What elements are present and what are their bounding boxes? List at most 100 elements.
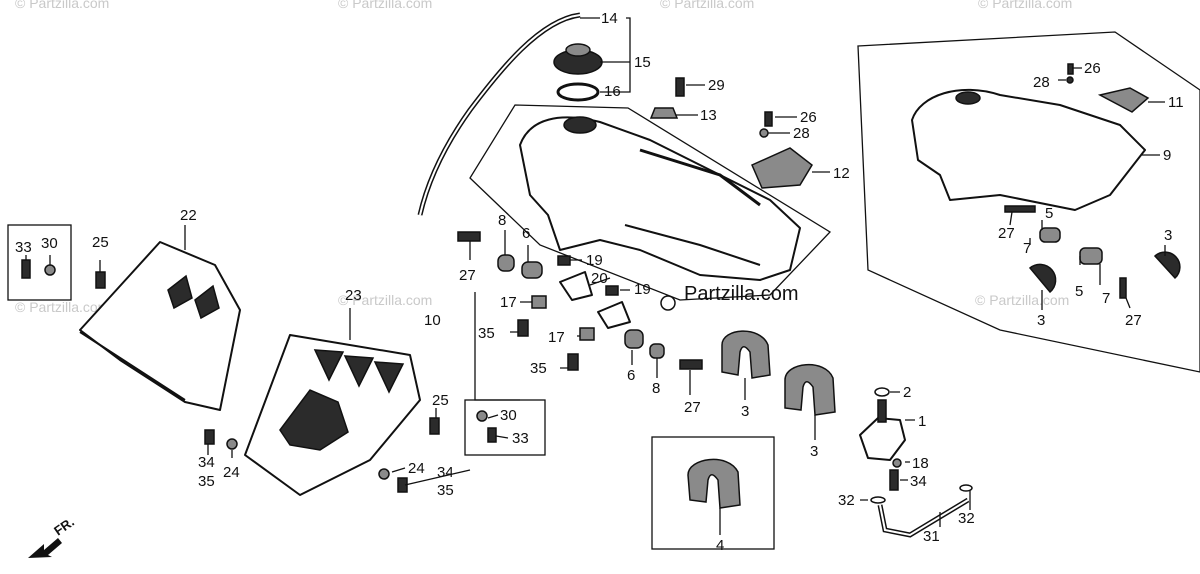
- bracket-12: [751, 147, 813, 189]
- callout-6: 6: [522, 225, 530, 242]
- screw-33: [21, 259, 31, 279]
- side-cover-22: [79, 241, 241, 411]
- clip-32a: [870, 496, 886, 504]
- copyright-icon: [660, 295, 676, 311]
- callout-26: 26: [800, 109, 817, 126]
- callout-17: 17: [500, 294, 517, 311]
- watermark: © Partzilla.com: [15, 0, 109, 11]
- callout-35: 35: [530, 360, 547, 377]
- collar-8a: [497, 254, 515, 272]
- watermark: © Partzilla.com: [338, 292, 432, 308]
- watermark: © Partzilla.com: [15, 299, 109, 315]
- leader-lines: [25, 17, 1166, 535]
- damper-6a: [521, 261, 543, 279]
- callout-5: 5: [1045, 205, 1053, 222]
- callout-28: 28: [793, 125, 810, 142]
- callout-30: 30: [41, 235, 58, 252]
- callout-26: 26: [1084, 60, 1101, 77]
- callout-28: 28: [1033, 74, 1050, 91]
- alt-fuel-tank: [911, 88, 1146, 211]
- bracket-group-10: [474, 292, 520, 401]
- watermark: © Partzilla.com: [660, 0, 754, 11]
- fuel-tank: [519, 116, 801, 281]
- callout-2: 2: [903, 384, 911, 401]
- callout-10: 10: [424, 312, 441, 329]
- callout-3: 3: [741, 403, 749, 420]
- callout-6: 6: [627, 367, 635, 384]
- bracket-11: [1097, 87, 1150, 113]
- tank-straps: [651, 330, 836, 550]
- callout-17: 17: [548, 329, 565, 346]
- brand-watermark: Partzilla.com: [684, 283, 798, 305]
- callout-labels: 14 15 16 29 13 26 28 12 26 28 11 9 5 27 …: [15, 10, 1184, 554]
- left-shroud-group: [7, 224, 241, 450]
- callout-34: 34: [198, 454, 215, 471]
- callout-33: 33: [15, 239, 32, 256]
- screw-34c: [889, 469, 899, 491]
- callout-12: 12: [833, 165, 850, 182]
- tank-group-outline: [469, 104, 832, 301]
- bolt-25b: [429, 417, 440, 435]
- washer-24a: [226, 438, 238, 450]
- right-shroud-group: [244, 334, 546, 496]
- bracket-20b: [597, 301, 631, 329]
- callout-5: 5: [1075, 283, 1083, 300]
- bolt-25a: [95, 271, 106, 289]
- band-3b: [1153, 251, 1181, 280]
- bolt-34a: [204, 429, 215, 445]
- callout-8: 8: [498, 212, 506, 229]
- callout-16: 16: [604, 83, 621, 100]
- callout-18: 18: [912, 455, 929, 472]
- damper-6b: [624, 329, 644, 349]
- damper-5: [1079, 247, 1103, 265]
- callout-20: 20: [591, 270, 608, 287]
- nut-19b: [605, 285, 619, 296]
- callout-35: 35: [198, 473, 215, 490]
- strap-box-4: [651, 436, 775, 550]
- washer-30b: [476, 410, 488, 422]
- callout-30: 30: [500, 407, 517, 424]
- fuel-valve-1: [859, 417, 906, 461]
- callout-34: 34: [437, 464, 454, 481]
- watermark: © Partzilla.com: [978, 0, 1072, 11]
- callout-33: 33: [512, 430, 529, 447]
- callout-4: 4: [716, 537, 724, 554]
- bolt-27b: [1119, 277, 1127, 299]
- callout-19: 19: [634, 281, 651, 298]
- bolt-35b: [567, 353, 579, 371]
- callout-35: 35: [437, 482, 454, 499]
- callout-1: 1: [918, 413, 926, 430]
- bolt-27d: [679, 359, 703, 370]
- watermarks: © Partzilla.com © Partzilla.com © Partzi…: [15, 0, 1072, 315]
- callout-27: 27: [1125, 312, 1142, 329]
- fastener-box-33-30: [7, 224, 72, 301]
- callout-9: 9: [1163, 147, 1171, 164]
- callout-3: 3: [1037, 312, 1045, 329]
- washer-18: [892, 458, 902, 468]
- nut-19a: [557, 255, 571, 266]
- callout-3: 3: [810, 443, 818, 460]
- callout-7: 7: [1102, 290, 1110, 307]
- callout-34: 34: [910, 473, 927, 490]
- washer-30: [44, 264, 56, 276]
- strap-4: [687, 458, 741, 509]
- screw-33b: [487, 427, 497, 443]
- callout-11: 11: [1168, 94, 1184, 111]
- main-fuel-tank-group: [417, 12, 832, 301]
- bracket-20: [559, 271, 593, 301]
- band-3a: [1028, 263, 1057, 294]
- collar-17a: [531, 295, 547, 309]
- bolt-27c: [457, 231, 481, 242]
- bolt-35a: [517, 319, 529, 337]
- callout-32: 32: [838, 492, 855, 509]
- callout-23: 23: [345, 287, 362, 304]
- callout-19: 19: [586, 252, 603, 269]
- collar-17b: [579, 327, 595, 341]
- callout-24: 24: [408, 460, 425, 477]
- callout-29: 29: [708, 77, 725, 94]
- callout-8: 8: [652, 380, 660, 397]
- washer-28: [759, 128, 769, 138]
- strap-3a: [721, 330, 771, 379]
- bolt-29: [675, 77, 685, 97]
- alt-tank-outline: [857, 31, 1200, 373]
